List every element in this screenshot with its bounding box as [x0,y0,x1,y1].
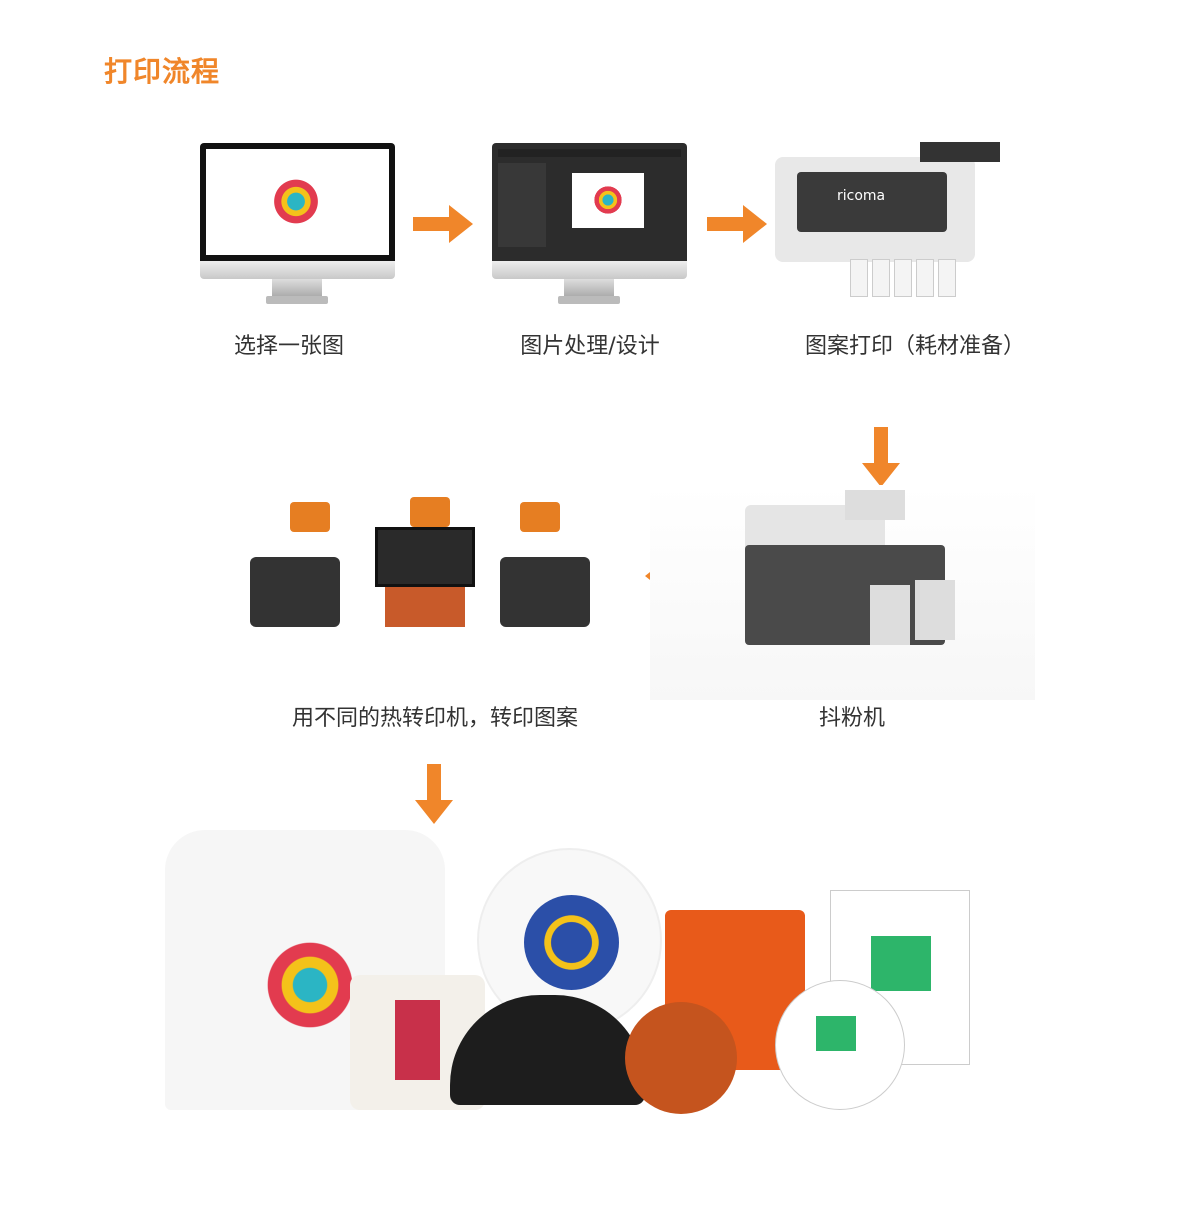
heat-press-machines-image [230,487,615,665]
arrow-down-icon [862,427,900,487]
printed-products-image [165,780,975,1115]
monitor-select-image [200,143,395,305]
step-label-select-image: 选择一张图 [233,334,345,359]
monitor-image-editing [492,143,687,305]
step-label-heat-transfer: 用不同的热转印机，转印图案 [291,706,579,731]
ink-bottles [850,252,980,297]
t-shirt [165,830,445,1110]
arrow-right-icon [707,205,767,243]
dtf-printer-image: ricoma [775,142,1005,302]
pillow [350,975,485,1110]
step-label-powder-shaker: 抖粉机 [818,706,886,731]
step-label-image-editing: 图片处理/设计 [520,334,660,359]
arrow-right-icon [413,205,473,243]
page-title: 打印流程 [104,55,221,88]
arrow-down-icon [415,764,453,824]
basketball [625,1002,737,1114]
brand-logo: ricoma [797,172,947,232]
powder-shaker-image [650,485,1035,700]
step-label-printing: 图案打印（耗材准备） [804,334,1026,359]
round-sticker [775,980,905,1110]
